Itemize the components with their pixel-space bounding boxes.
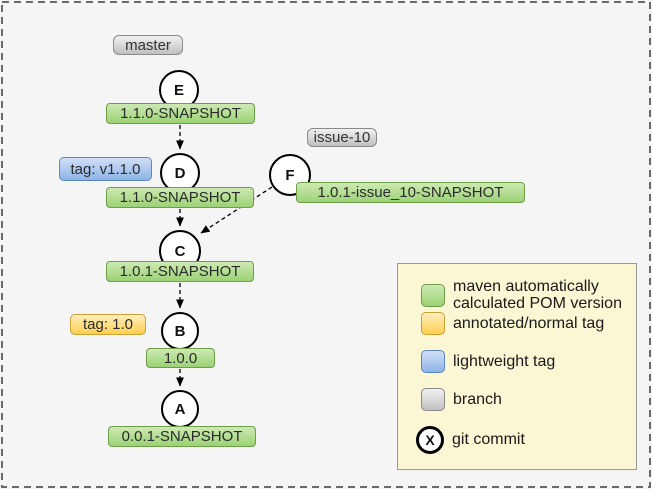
- version-box-c: 1.0.1-SNAPSHOT: [106, 261, 254, 282]
- branch-label-master: master: [113, 35, 183, 55]
- branch-label-issue-10: issue-10: [307, 128, 377, 147]
- commit-node-b: B: [161, 312, 199, 350]
- legend-panel: maven automatically calculated POM versi…: [397, 263, 637, 470]
- legend-item-label: git commit: [452, 431, 525, 448]
- legend-item-label: branch: [453, 391, 502, 408]
- version-box-e: 1.1.0-SNAPSHOT: [106, 103, 255, 124]
- legend-item-git-commit: X git commit: [398, 425, 636, 454]
- gray-branch-swatch-icon: [421, 388, 445, 411]
- green-version-swatch-icon: [421, 283, 445, 307]
- legend-item-annotated-tag: annotated/normal tag: [398, 311, 636, 335]
- commit-node-a: A: [161, 390, 199, 428]
- version-box-a: 0.0.1-SNAPSHOT: [108, 426, 256, 447]
- orange-tag-swatch-icon: [421, 311, 445, 335]
- legend-item-lightweight-tag: lightweight tag: [398, 349, 636, 373]
- legend-item-maven-version: maven automatically calculated POM versi…: [398, 278, 636, 312]
- edge-f-to-c: [200, 186, 273, 234]
- legend-item-label: annotated/normal tag: [453, 314, 605, 332]
- commit-circle-icon: X: [416, 425, 444, 454]
- legend-item-branch: branch: [398, 388, 636, 411]
- annotated-tag-label: tag: 1.0: [70, 314, 146, 335]
- lightweight-tag-label: tag: v1.1.0: [59, 157, 152, 181]
- version-box-b: 1.0.0: [146, 348, 215, 368]
- version-box-f: 1.0.1-issue_10-SNAPSHOT: [296, 182, 525, 203]
- legend-item-label: lightweight tag: [453, 352, 556, 370]
- blue-tag-swatch-icon: [421, 349, 445, 373]
- legend-item-label: maven automatically calculated POM versi…: [453, 278, 622, 312]
- version-box-d: 1.1.0-SNAPSHOT: [106, 187, 254, 208]
